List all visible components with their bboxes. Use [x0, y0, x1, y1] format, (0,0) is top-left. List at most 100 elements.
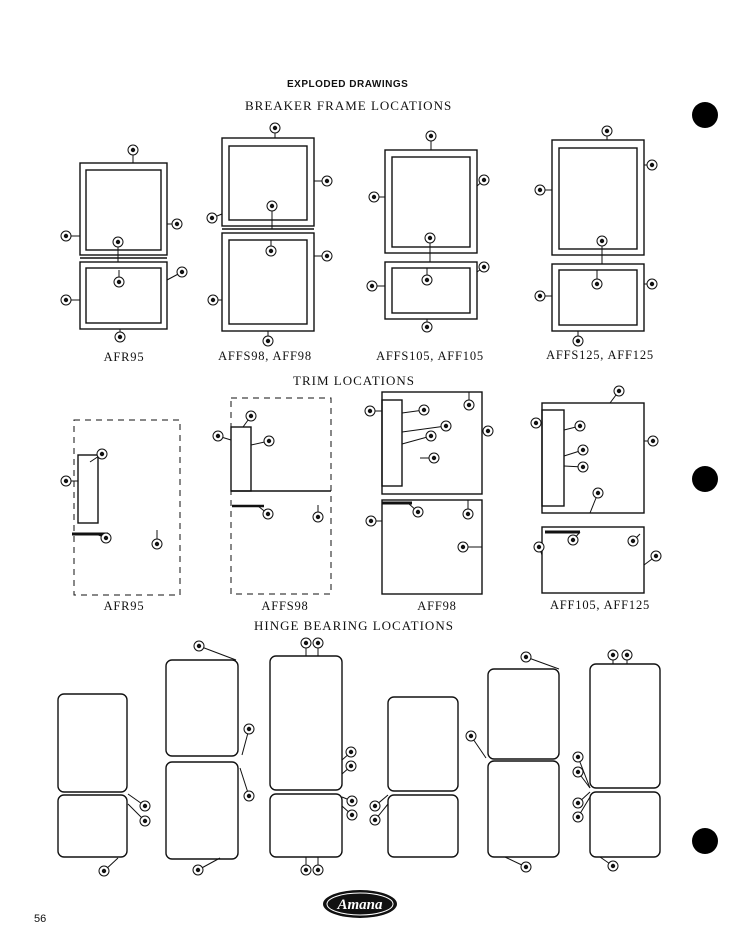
- callout-mark: [536, 544, 542, 550]
- callout-mark: [481, 264, 487, 270]
- callout-mark: [466, 402, 472, 408]
- callout-mark: [248, 413, 254, 419]
- callout-mark: [372, 817, 378, 823]
- trim-diagram-afr95-parts: [72, 454, 108, 536]
- trim-diagram-aff105: [541, 402, 645, 594]
- callout-leader: [577, 756, 591, 789]
- callout-mark: [575, 769, 581, 775]
- callout-mark: [303, 640, 309, 646]
- callout-mark: [315, 867, 321, 873]
- breaker-section-title: BREAKER FRAME LOCATIONS: [245, 98, 453, 113]
- svg-text:Amana: Amana: [336, 897, 383, 913]
- callout-mark: [265, 511, 271, 517]
- callout-mark: [368, 518, 374, 524]
- callout-mark: [580, 447, 586, 453]
- part-callouts: [60, 122, 662, 877]
- breaker-label-affs105: AFFS105, AFF105: [376, 349, 484, 363]
- callout-mark: [266, 438, 272, 444]
- callout-mark: [575, 800, 581, 806]
- hinge-section-title: HINGE BEARING LOCATIONS: [254, 618, 454, 633]
- callout-mark: [142, 818, 148, 824]
- callout-mark: [195, 867, 201, 873]
- amana-logo: Amana: [323, 890, 397, 918]
- trim-section-title: TRIM LOCATIONS: [293, 373, 415, 388]
- callout-mark: [348, 763, 354, 769]
- callout-mark: [577, 423, 583, 429]
- page-header: EXPLODED DRAWINGS: [287, 79, 409, 90]
- callout-mark: [142, 803, 148, 809]
- breaker-label-afr95: AFR95: [103, 350, 145, 364]
- callout-mark: [575, 814, 581, 820]
- trim-diagram-afr95: [73, 419, 181, 596]
- hinge-diagram-3: [269, 655, 343, 858]
- breaker-diagram-affs98: [221, 137, 315, 332]
- callout-mark: [650, 438, 656, 444]
- callout-mark: [196, 643, 202, 649]
- punch-hole-top: [692, 102, 718, 128]
- page-number: 56: [34, 913, 47, 925]
- callout-mark: [610, 652, 616, 658]
- callout-mark: [101, 868, 107, 874]
- callout-mark: [421, 407, 427, 413]
- callout-mark: [424, 324, 430, 330]
- callout-mark: [653, 553, 659, 559]
- callout-mark: [533, 420, 539, 426]
- breaker-label-affs125: AFFS125, AFF125: [546, 348, 654, 362]
- callout-mark: [324, 178, 330, 184]
- callout-mark: [63, 478, 69, 484]
- callout-mark: [99, 451, 105, 457]
- callout-mark: [570, 537, 576, 543]
- callout-mark: [460, 544, 466, 550]
- callout-mark: [154, 541, 160, 547]
- callout-mark: [246, 726, 252, 732]
- callout-mark: [349, 798, 355, 804]
- callout-mark: [428, 133, 434, 139]
- hinge-diagram-6: [589, 663, 661, 858]
- callout-mark: [616, 388, 622, 394]
- callout-mark: [367, 408, 373, 414]
- trim-label-aff105: AFF105, AFF125: [549, 598, 651, 612]
- callout-mark: [427, 235, 433, 241]
- callout-mark: [624, 652, 630, 658]
- callout-mark: [431, 455, 437, 461]
- callout-mark: [63, 233, 69, 239]
- callout-mark: [575, 338, 581, 344]
- callout-leader: [401, 425, 447, 433]
- callout-mark: [537, 293, 543, 299]
- callout-mark: [649, 162, 655, 168]
- breaker-diagram-afr95: [79, 162, 168, 330]
- callout-mark: [485, 428, 491, 434]
- callout-mark: [315, 640, 321, 646]
- callout-mark: [575, 754, 581, 760]
- callout-mark: [604, 128, 610, 134]
- callout-mark: [115, 239, 121, 245]
- callout-mark: [415, 509, 421, 515]
- callout-mark: [265, 338, 271, 344]
- callout-mark: [315, 514, 321, 520]
- trim-label-aff98: AFF98: [417, 599, 457, 613]
- callout-mark: [324, 253, 330, 259]
- callout-mark: [481, 177, 487, 183]
- callout-mark: [523, 864, 529, 870]
- callout-mark: [630, 538, 636, 544]
- trim-diagram-affs98-parts: [230, 426, 331, 508]
- callout-mark: [303, 867, 309, 873]
- callout-mark: [349, 812, 355, 818]
- callout-mark: [424, 277, 430, 283]
- callout-mark: [649, 281, 655, 287]
- callout-leader: [525, 656, 560, 670]
- trim-diagram-aff98: [381, 391, 483, 595]
- callout-mark: [523, 654, 529, 660]
- callout-mark: [594, 281, 600, 287]
- callout-mark: [215, 433, 221, 439]
- callout-mark: [246, 793, 252, 799]
- callout-mark: [599, 238, 605, 244]
- trim-label-afr95: AFR95: [103, 599, 145, 613]
- callout-mark: [179, 269, 185, 275]
- hinge-diagram-2: [165, 659, 239, 860]
- breaker-diagram-affs125: [551, 139, 645, 332]
- punch-hole-bottom: [692, 828, 718, 854]
- hinge-diagram-4: [387, 696, 459, 858]
